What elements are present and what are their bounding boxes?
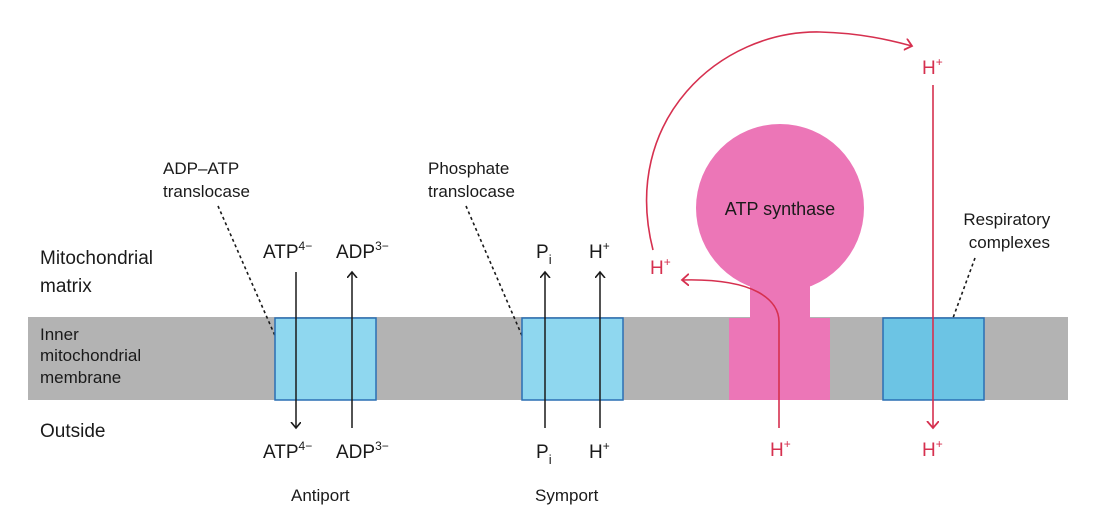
adp-atp-translocase-label: ADP–ATP translocase bbox=[163, 159, 250, 201]
matrix-label: Mitochondrial matrix bbox=[40, 248, 158, 297]
atp-outside-label: ATP4− bbox=[263, 439, 312, 463]
respiratory-complexes-label: Respiratory complexes bbox=[963, 210, 1055, 252]
respiratory-top-proton: H+ bbox=[922, 55, 943, 79]
respiratory-leader-line bbox=[952, 257, 976, 319]
synthase-matrix-proton: H+ bbox=[650, 255, 671, 279]
synthase-proton-path bbox=[682, 280, 780, 428]
proton-recycle-arc bbox=[645, 31, 912, 251]
symport-label: Symport bbox=[535, 486, 599, 505]
pi-outside-label: Pi bbox=[536, 442, 552, 467]
h-outside-label: H+ bbox=[589, 439, 610, 463]
adp-atp-leader-line bbox=[217, 205, 277, 339]
adp-atp-translocase-box bbox=[274, 317, 377, 401]
membrane-label: Inner mitochondrial membrane bbox=[40, 325, 146, 387]
respiratory-bottom-proton: H+ bbox=[922, 437, 943, 461]
synthase-outside-proton: H+ bbox=[770, 437, 791, 461]
phosphate-translocase-label: Phosphate translocase bbox=[428, 159, 515, 201]
outside-label: Outside bbox=[40, 421, 105, 442]
antiport-label: Antiport bbox=[291, 486, 350, 505]
atp-synthase-label: ATP synthase bbox=[725, 199, 835, 219]
atp-matrix-label: ATP4− bbox=[263, 239, 312, 263]
pi-matrix-label: Pi bbox=[536, 242, 552, 267]
atp-synthase-head bbox=[696, 124, 864, 292]
adp-outside-label: ADP3− bbox=[336, 439, 389, 463]
h-matrix-label: H+ bbox=[589, 239, 610, 263]
phosphate-translocase-box bbox=[521, 317, 624, 401]
adp-matrix-label: ADP3− bbox=[336, 239, 389, 263]
